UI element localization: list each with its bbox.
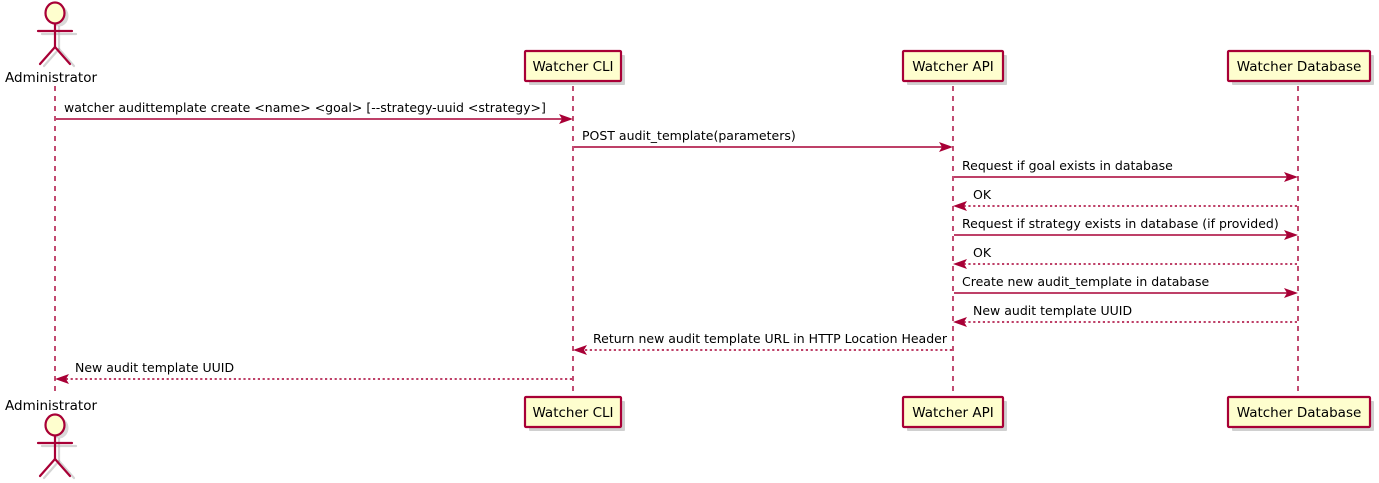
message-10[interactable]: New audit template UUID	[55, 360, 572, 384]
message-label-8: New audit template UUID	[973, 303, 1132, 318]
message-7[interactable]: Create new audit_template in database	[954, 274, 1298, 298]
actor-head-icon-bottom	[44, 413, 66, 437]
participant-box-api-bottom[interactable]	[901, 395, 1005, 429]
message-2[interactable]: POST audit_template(parameters)	[574, 128, 953, 152]
actor-leg-left-shadow-top	[42, 47, 61, 68]
actor-leg-right-shadow-top	[57, 47, 76, 68]
actor-label-administrator-bottom: Administrator	[5, 398, 97, 414]
participant-watcher-cli-bottom[interactable]: Watcher CLI	[523, 395, 625, 431]
actor-leg-right-bottom	[53, 457, 72, 478]
message-arrowhead-7	[1284, 288, 1298, 298]
participant-label-api-top: Watcher API	[912, 59, 994, 75]
actor-leg-left-bottom	[38, 457, 57, 478]
message-label-1: watcher audittemplate create <name> <goa…	[64, 100, 546, 115]
message-arrowhead-1	[559, 114, 573, 124]
message-label-3: Request if goal exists in database	[962, 158, 1173, 173]
lifelines-group	[54, 86, 1299, 393]
message-arrowhead-9	[573, 345, 587, 355]
participant-label-cli-bottom: Watcher CLI	[532, 405, 613, 421]
actor-administrator-top[interactable]: Administrator	[5, 1, 97, 87]
message-8[interactable]: New audit template UUID	[953, 303, 1297, 327]
participant-watcher-api-bottom[interactable]: Watcher API	[901, 395, 1007, 431]
participant-label-cli-top: Watcher CLI	[532, 59, 613, 75]
message-arrowhead-6	[953, 259, 967, 269]
actor-leg-right-top	[53, 45, 72, 66]
message-label-5: Request if strategy exists in database (…	[962, 216, 1279, 231]
participant-watcher-api-top[interactable]: Watcher API	[901, 49, 1007, 85]
participant-watcher-database-top[interactable]: Watcher Database	[1226, 49, 1374, 85]
participant-watcher-database-bottom[interactable]: Watcher Database	[1226, 395, 1374, 431]
participant-box-cli-bottom[interactable]	[523, 395, 623, 429]
message-9[interactable]: Return new audit template URL in HTTP Lo…	[573, 331, 952, 355]
actor-administrator-bottom[interactable]: Administrator	[5, 398, 97, 480]
message-arrowhead-10	[55, 374, 69, 384]
message-4[interactable]: OK	[953, 187, 1297, 211]
actor-leg-right-shadow-bottom	[57, 459, 76, 480]
message-arrowhead-5	[1284, 230, 1298, 240]
message-3[interactable]: Request if goal exists in database	[954, 158, 1298, 182]
message-arrowhead-4	[953, 201, 967, 211]
participant-label-database-top: Watcher Database	[1237, 59, 1362, 75]
actor-head-icon-top	[44, 1, 66, 25]
participant-label-api-bottom: Watcher API	[912, 405, 994, 421]
message-arrowhead-2	[939, 142, 953, 152]
message-5[interactable]: Request if strategy exists in database (…	[954, 216, 1298, 240]
message-label-4: OK	[973, 187, 992, 202]
message-label-6: OK	[973, 245, 992, 260]
message-6[interactable]: OK	[953, 245, 1297, 269]
message-label-2: POST audit_template(parameters)	[582, 128, 796, 143]
participant-label-database-bottom: Watcher Database	[1237, 405, 1362, 421]
participant-watcher-cli-top[interactable]: Watcher CLI	[523, 49, 625, 85]
participant-box-database-bottom[interactable]	[1226, 395, 1372, 429]
participant-box-database-top[interactable]	[1226, 49, 1372, 83]
participant-box-cli-top[interactable]	[523, 49, 623, 83]
message-1[interactable]: watcher audittemplate create <name> <goa…	[56, 100, 573, 124]
message-label-9: Return new audit template URL in HTTP Lo…	[593, 331, 948, 346]
actor-leg-left-shadow-bottom	[42, 459, 61, 480]
message-label-7: Create new audit_template in database	[962, 274, 1209, 289]
actor-label-administrator-top: Administrator	[5, 70, 97, 86]
message-arrowhead-8	[953, 317, 967, 327]
participant-box-api-top[interactable]	[901, 49, 1005, 83]
actor-leg-left-top	[38, 45, 57, 66]
message-label-10: New audit template UUID	[75, 360, 234, 375]
message-arrowhead-3	[1284, 172, 1298, 182]
